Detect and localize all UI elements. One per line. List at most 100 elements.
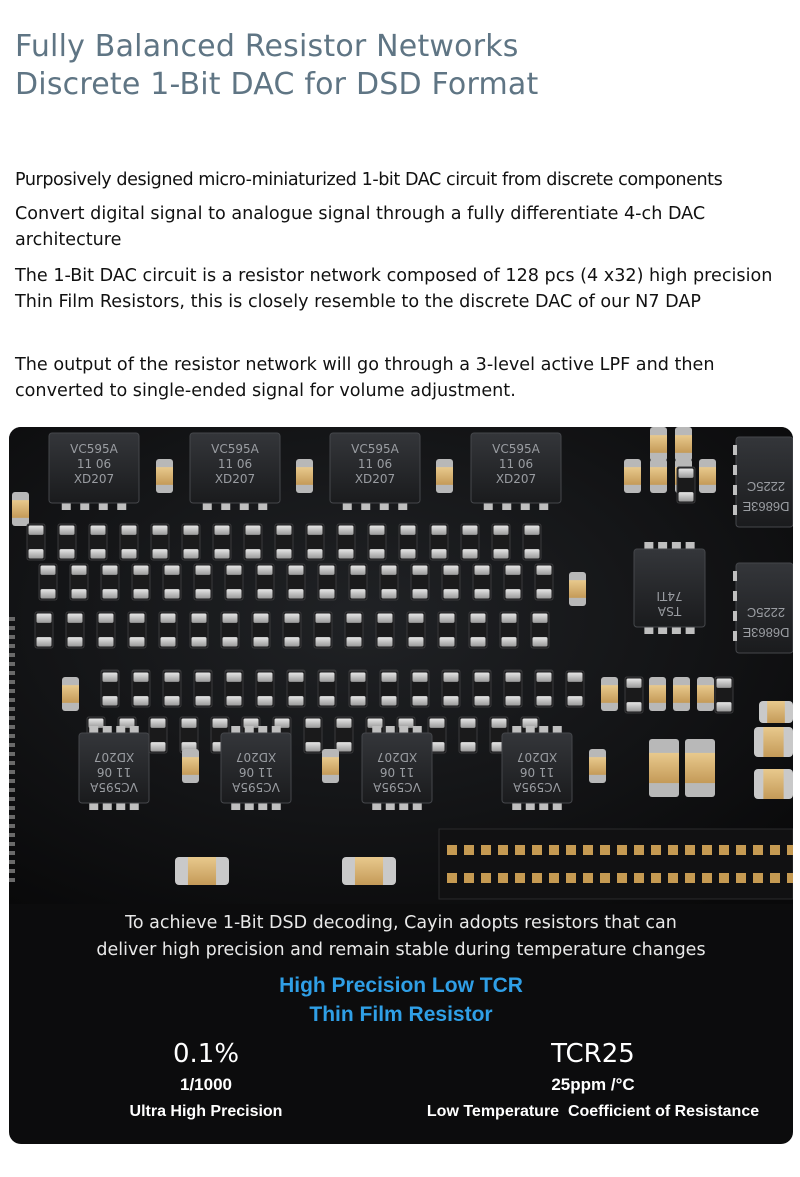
resistor	[100, 670, 120, 708]
resistor	[212, 523, 232, 561]
tcr-stat: TCR25 25ppm /°C Low Temperature Coeffici…	[403, 1037, 783, 1125]
chip-marking: VC595A	[211, 442, 259, 456]
resistor	[162, 670, 182, 708]
edge-pin	[9, 689, 15, 693]
resistor	[193, 670, 213, 708]
capacitor	[697, 677, 714, 711]
edge-pin	[9, 653, 15, 657]
precision-ratio: 1/1000	[180, 1075, 232, 1094]
resistor	[348, 563, 368, 601]
chip-marking: 11 06	[218, 457, 252, 471]
resistor	[441, 563, 461, 601]
resistor	[534, 670, 554, 708]
resistor	[150, 523, 170, 561]
edge-pin	[9, 698, 15, 702]
edge-pin	[9, 842, 15, 846]
capacitor	[62, 677, 79, 711]
pin-header	[438, 828, 793, 900]
chip-marking: XD207	[236, 750, 276, 764]
resistor	[274, 523, 294, 561]
resistor	[243, 523, 263, 561]
edge-pin	[9, 869, 15, 873]
capacitor	[649, 677, 666, 711]
resistor	[251, 611, 271, 649]
edge-pin	[9, 680, 15, 684]
edge-pin	[9, 734, 15, 738]
caption-line-2: deliver high precision and remain stable…	[96, 940, 706, 960]
resistor	[69, 563, 89, 601]
chip-marking: XD207	[74, 472, 114, 486]
resistor	[100, 563, 120, 601]
edge-pin	[9, 635, 15, 639]
resistor	[162, 563, 182, 601]
resistor	[193, 563, 213, 601]
resistor	[313, 611, 333, 649]
headline-line-1: High Precision Low TCR	[279, 974, 523, 997]
resistor	[379, 563, 399, 601]
precision-value: 0.1%	[172, 1039, 240, 1069]
chip-marking: VC595A	[231, 780, 279, 794]
chip-marking: XD207	[517, 750, 557, 764]
resistor	[65, 611, 85, 649]
resistor	[472, 563, 492, 601]
edge-pin	[9, 797, 15, 801]
feature-paragraph-1: Purposively designed micro-miniaturized …	[15, 170, 723, 190]
resistor	[503, 563, 523, 601]
edge-pin	[9, 824, 15, 828]
resistor	[441, 670, 461, 708]
capacitor	[759, 701, 793, 723]
capacitor	[754, 727, 793, 757]
resistor	[410, 670, 430, 708]
edge-pin	[9, 644, 15, 648]
chip-marking: 11 06	[520, 765, 554, 779]
resistor	[286, 563, 306, 601]
edge-pin	[9, 851, 15, 855]
capacitor	[601, 677, 618, 711]
edge-pin	[9, 761, 15, 765]
capacitor	[322, 749, 339, 783]
chip-marking: XD207	[355, 472, 395, 486]
capacitor	[624, 459, 641, 493]
edge-pin	[9, 806, 15, 810]
resistor	[189, 611, 209, 649]
resistor	[714, 676, 734, 714]
chip-marking: XD207	[377, 750, 417, 764]
capacitor	[673, 677, 690, 711]
resistor	[624, 676, 644, 714]
page-title: Fully Balanced Resistor Networks Discret…	[15, 28, 538, 104]
feature-paragraph-4: The output of the resistor network will …	[15, 355, 715, 401]
edge-pin	[9, 662, 15, 666]
resistor	[348, 670, 368, 708]
resistor	[181, 523, 201, 561]
resistor	[38, 563, 58, 601]
resistor	[119, 523, 139, 561]
chip-marking: 11 06	[380, 765, 414, 779]
resistor	[317, 563, 337, 601]
chip-marking: 2225C	[747, 605, 785, 620]
edge-pin	[9, 815, 15, 819]
edge-pin	[9, 878, 15, 882]
edge-pin	[9, 617, 15, 621]
chip-marking: VC595A	[351, 442, 399, 456]
tcr-ppm: 25ppm /°C	[551, 1075, 635, 1094]
edge-pin	[9, 707, 15, 711]
resistor	[334, 716, 354, 754]
chip-marking: D6863E	[742, 499, 789, 514]
chip-marking: 74TI	[656, 589, 682, 603]
chip-marking: VC595A	[89, 780, 137, 794]
resistor	[336, 523, 356, 561]
resistor	[367, 523, 387, 561]
resistor	[429, 523, 449, 561]
resistor	[379, 670, 399, 708]
resistor	[410, 563, 430, 601]
capacitor	[296, 459, 313, 493]
resistor	[255, 670, 275, 708]
resistor	[398, 523, 418, 561]
